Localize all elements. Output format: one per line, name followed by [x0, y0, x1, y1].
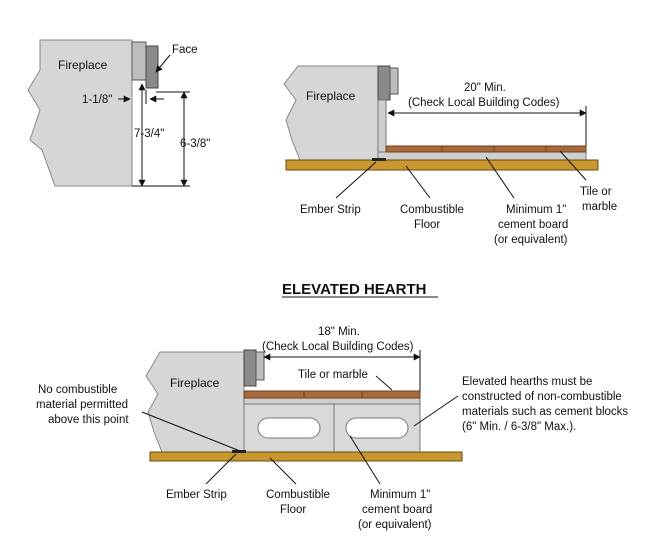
dim-20-note: (Check Local Building Codes) — [408, 97, 560, 109]
face-piece-2b — [389, 67, 399, 95]
tile-3-3 — [361, 390, 421, 399]
tile-4 — [545, 145, 587, 153]
face-piece-outer — [145, 45, 159, 89]
elevated-hearth-diagram: Fireplace 18" Min. (Check Local Building… — [36, 326, 628, 531]
tile-3-2 — [303, 390, 363, 399]
cement-label-2: cement board — [498, 219, 568, 231]
cement-leader — [485, 156, 515, 199]
face-leader — [155, 54, 171, 73]
combustible-leader-3 — [269, 457, 297, 485]
elevated-note-leader — [413, 395, 459, 427]
no-combustible-line-2: material permitted — [36, 399, 128, 411]
fireplace-label: Fireplace — [58, 58, 108, 72]
elevated-note-line-4: (6" Min. / 6-3/8" Max.). — [462, 421, 576, 433]
block-hole-2 — [345, 417, 409, 439]
face-piece-3 — [243, 349, 257, 387]
face-piece-3b — [255, 351, 265, 381]
face-label: Face — [172, 44, 198, 56]
cement-leader-3 — [349, 435, 381, 485]
combustible-label-3-1: Combustible — [266, 489, 330, 501]
fireplace-label-3: Fireplace — [170, 376, 220, 390]
fireplace-label-2: Fireplace — [306, 89, 356, 103]
wood-floor-3 — [149, 451, 463, 462]
vertical-cement-board — [377, 99, 387, 161]
cement-label-1: Minimum 1" — [506, 204, 566, 216]
fireplace-wall-3 — [145, 351, 245, 453]
wood-floor — [285, 159, 599, 171]
block-hole-1 — [257, 417, 321, 439]
cement-board-layer — [377, 151, 587, 161]
dim-height-label: 7-3/4" — [134, 128, 164, 140]
ember-strip-leader-3 — [205, 453, 237, 485]
dim-20-label: 20" Min. — [464, 82, 506, 94]
tile-leader — [559, 150, 587, 181]
tile-label-1: Tile or — [580, 186, 612, 198]
dim-small-label: 1-1/8" — [82, 94, 112, 106]
tile-1 — [385, 145, 443, 153]
ember-strip-3 — [232, 450, 246, 453]
elevated-note-line-1: Elevated hearths must be — [462, 376, 592, 388]
section-title: ELEVATED HEARTH — [282, 281, 426, 298]
tile-3-1 — [243, 390, 305, 399]
dim-18-note: (Check Local Building Codes) — [262, 341, 414, 353]
combustible-label-3-2: Floor — [280, 504, 306, 516]
tile-leader-3 — [375, 375, 393, 391]
cement-label-3-3: (or equivalent) — [358, 519, 432, 531]
ember-strip — [372, 158, 386, 161]
no-combustible-line-3: above this point — [48, 414, 129, 426]
fireplace-wall-2 — [283, 65, 379, 161]
no-combustible-leader — [141, 411, 241, 452]
face-piece-inner — [131, 41, 147, 81]
tile-2 — [441, 145, 495, 153]
cement-label-3: (or equivalent) — [494, 234, 568, 246]
face-piece-2 — [377, 65, 391, 101]
combustible-label-1: Combustible — [400, 204, 464, 216]
elevated-note-line-3: materials such as cement blocks — [462, 406, 628, 418]
cement-board-top-3 — [243, 397, 421, 405]
ember-strip-leader — [335, 161, 377, 199]
fireplace-wall — [27, 39, 133, 187]
flush-hearth-diagram: Fireplace 20" Min. (Check Local Building… — [283, 65, 617, 246]
tile-label-2: marble — [582, 201, 617, 213]
elevated-note-line-2: constructed of non-combustible — [462, 391, 622, 403]
cement-label-3-1: Minimum 1" — [370, 489, 430, 501]
face-detail-diagram: Fireplace Face 1-1/8" 7-3/4" 6-3/8" — [27, 39, 210, 187]
no-combustible-line-1: No combustible — [38, 384, 117, 396]
tile-3 — [493, 145, 547, 153]
tile-label-3: Tile or marble — [298, 369, 368, 381]
ember-strip-label: Ember Strip — [300, 204, 361, 216]
dim-height2-label: 6-3/8" — [180, 138, 210, 150]
combustible-leader — [405, 165, 431, 199]
dim-18-label: 18" Min. — [318, 326, 360, 338]
cement-label-3-2: cement board — [362, 504, 432, 516]
ember-strip-label-3: Ember Strip — [166, 489, 227, 501]
combustible-label-2: Floor — [414, 219, 440, 231]
